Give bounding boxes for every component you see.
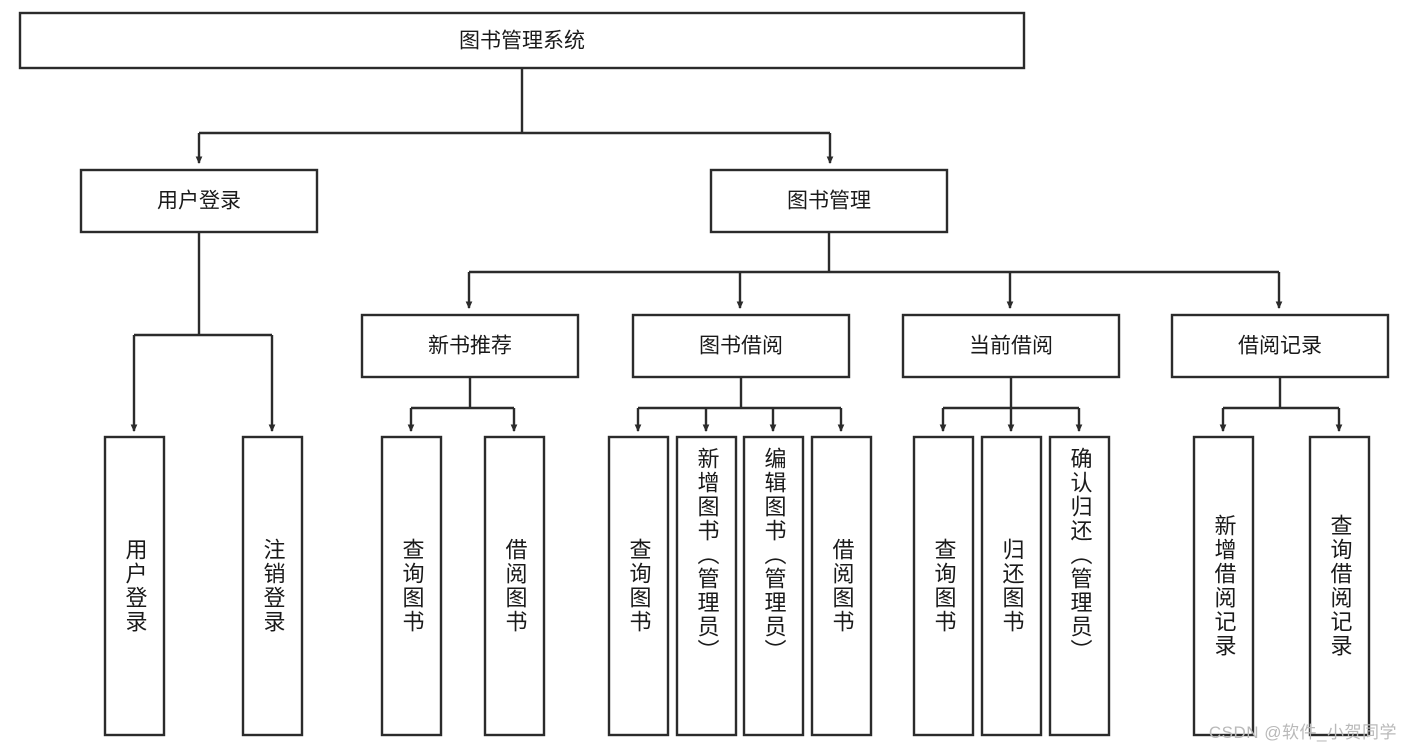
- node-root-label: 图书管理系统: [459, 30, 585, 53]
- node-current-borrow-box[interactable]: [901, 313, 1121, 379]
- node-book-borrow-label: 图书借阅: [699, 335, 783, 358]
- leaf-box-add-book-admin[interactable]: [675, 435, 738, 737]
- leaf-label-borrow-book-nbr: 借阅图书: [502, 538, 528, 634]
- leaf-box-user-login[interactable]: [103, 435, 166, 737]
- leaf-box-query-book-nbr[interactable]: [380, 435, 443, 737]
- leaf-label-query-book-bb: 查询图书: [626, 538, 652, 634]
- leaf-box-query-borrow-record[interactable]: [1308, 435, 1371, 737]
- node-new-book-recommend-label: 新书推荐: [428, 335, 512, 358]
- node-user-login-label: 用户登录: [157, 190, 241, 213]
- leaf-label-confirm-return-admin: 确认归还（管理员）: [1067, 447, 1093, 663]
- leaf-label-query-borrow-record: 查询借阅记录: [1327, 514, 1353, 658]
- node-current-borrow-label: 当前借阅: [969, 335, 1053, 358]
- leaf-box-confirm-return-admin[interactable]: [1048, 435, 1111, 737]
- node-new-book-recommend-box[interactable]: [360, 313, 580, 379]
- leaf-box-return-book[interactable]: [980, 435, 1043, 737]
- node-book-borrow-box[interactable]: [631, 313, 851, 379]
- leaf-box-add-borrow-record[interactable]: [1192, 435, 1255, 737]
- node-user-login-box[interactable]: [79, 168, 319, 234]
- leaf-label-add-book-admin: 新增图书（管理员）: [694, 447, 720, 663]
- leaf-label-user-login: 用户登录: [122, 538, 148, 634]
- leaf-box-query-book-cb[interactable]: [912, 435, 975, 737]
- leaf-label-logout: 注销登录: [260, 538, 286, 634]
- leaf-label-borrow-book-bb: 借阅图书: [829, 538, 855, 634]
- node-book-manage-label: 图书管理: [787, 190, 871, 213]
- node-borrow-record-label: 借阅记录: [1238, 335, 1322, 358]
- leaf-label-edit-book-admin: 编辑图书（管理员）: [761, 447, 787, 663]
- leaf-label-return-book: 归还图书: [999, 538, 1025, 634]
- watermark-text: CSDN @软件_小贺同学: [1208, 723, 1397, 742]
- leaf-box-query-book-bb[interactable]: [607, 435, 670, 737]
- leaf-label-query-book-nbr: 查询图书: [399, 538, 425, 634]
- node-borrow-record-box[interactable]: [1170, 313, 1390, 379]
- leaf-box-logout[interactable]: [241, 435, 304, 737]
- leaf-box-borrow-book-bb[interactable]: [810, 435, 873, 737]
- leaf-box-edit-book-admin[interactable]: [742, 435, 805, 737]
- leaf-box-borrow-book-nbr[interactable]: [483, 435, 546, 737]
- leaf-label-add-borrow-record: 新增借阅记录: [1211, 514, 1237, 658]
- node-root-box[interactable]: [18, 11, 1026, 70]
- leaf-label-query-book-cb: 查询图书: [931, 538, 957, 634]
